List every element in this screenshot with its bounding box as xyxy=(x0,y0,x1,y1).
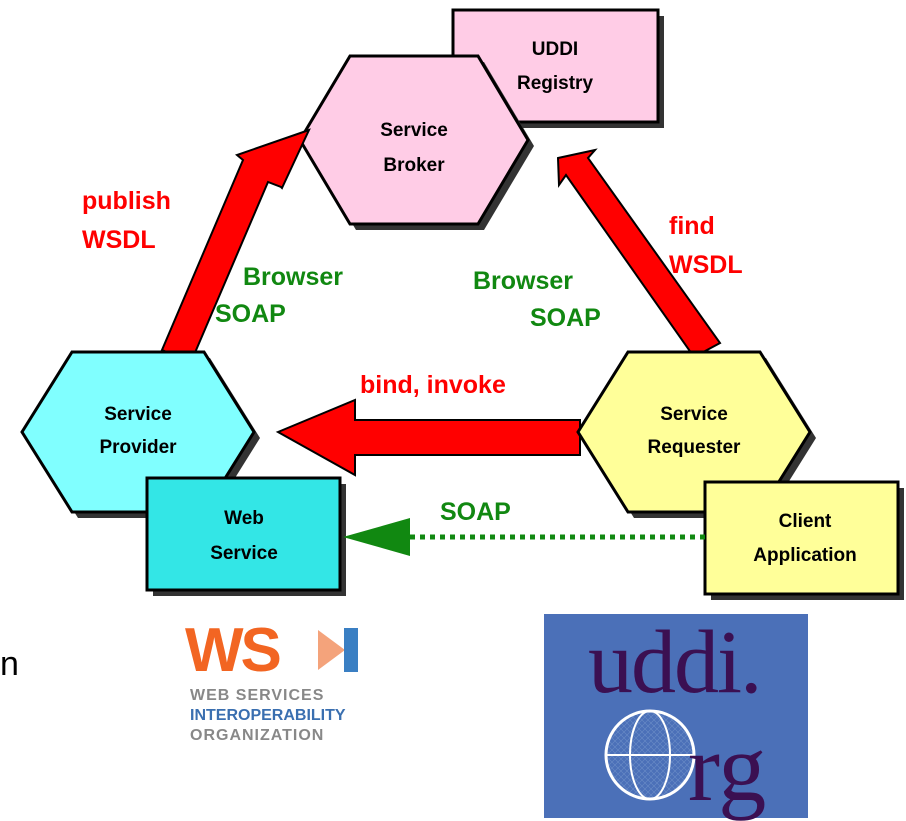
publish-label-1: publish xyxy=(82,187,171,215)
find-label-1: find xyxy=(669,212,715,240)
globe-icon xyxy=(604,709,696,801)
soap-dotted-arrow xyxy=(343,518,705,556)
wsi-logo-arrow-icon xyxy=(318,630,345,670)
cut-off-text: n xyxy=(0,645,19,683)
service-requester-node: Service Requester xyxy=(576,350,816,518)
client-application-label-2: Application xyxy=(753,545,856,566)
wsi-logo-bar-icon xyxy=(344,628,358,672)
uddi-logo-bottom: rg xyxy=(688,714,766,821)
uddi-registry-label-1: UDDI xyxy=(532,39,578,60)
web-service-node: Web Service xyxy=(145,476,346,596)
soap-dotted-label: SOAP xyxy=(440,498,511,526)
bind-invoke-label: bind, invoke xyxy=(360,371,506,399)
wsi-logo-line-3: ORGANIZATION xyxy=(190,727,324,744)
left-protocol-label-1: Browser xyxy=(243,263,343,291)
uddi-logo-top: uddi. xyxy=(588,613,761,712)
uddi-registry-node: UDDI Registry xyxy=(451,8,664,128)
service-broker-node: Service Broker xyxy=(298,54,534,230)
left-protocol-label-2: SOAP xyxy=(215,300,286,328)
service-requester-label-2: Requester xyxy=(648,437,742,458)
client-application-node: Client Application xyxy=(703,480,904,600)
service-broker-label-2: Broker xyxy=(383,155,445,176)
client-application-label-1: Client xyxy=(779,511,832,532)
uddi-registry-label-2: Registry xyxy=(517,73,593,94)
bind-invoke-arrow xyxy=(275,398,581,477)
service-provider-label-2: Provider xyxy=(99,437,177,458)
service-provider-label-1: Service xyxy=(104,404,172,425)
uddi-org-logo: uddi. rg xyxy=(544,613,808,821)
wsi-logo-line-2: INTEROPERABILITY xyxy=(190,707,346,724)
right-protocol-label-2: SOAP xyxy=(530,304,601,332)
publish-label-2: WSDL xyxy=(82,226,156,254)
service-requester-label-1: Service xyxy=(660,404,728,425)
find-label-2: WSDL xyxy=(669,251,743,279)
right-protocol-label-1: Browser xyxy=(473,267,573,295)
service-broker-label-1: Service xyxy=(380,120,448,141)
web-service-label-2: Service xyxy=(210,543,278,564)
wsi-logo: WS WEB SERVICES INTEROPERABILITY ORGANIZ… xyxy=(185,616,358,744)
publish-arrow xyxy=(160,128,311,364)
find-arrow xyxy=(556,148,722,359)
wsi-logo-mark: WS xyxy=(185,616,280,685)
web-service-label-1: Web xyxy=(224,508,264,529)
wsi-logo-line-1: WEB SERVICES xyxy=(190,687,324,704)
